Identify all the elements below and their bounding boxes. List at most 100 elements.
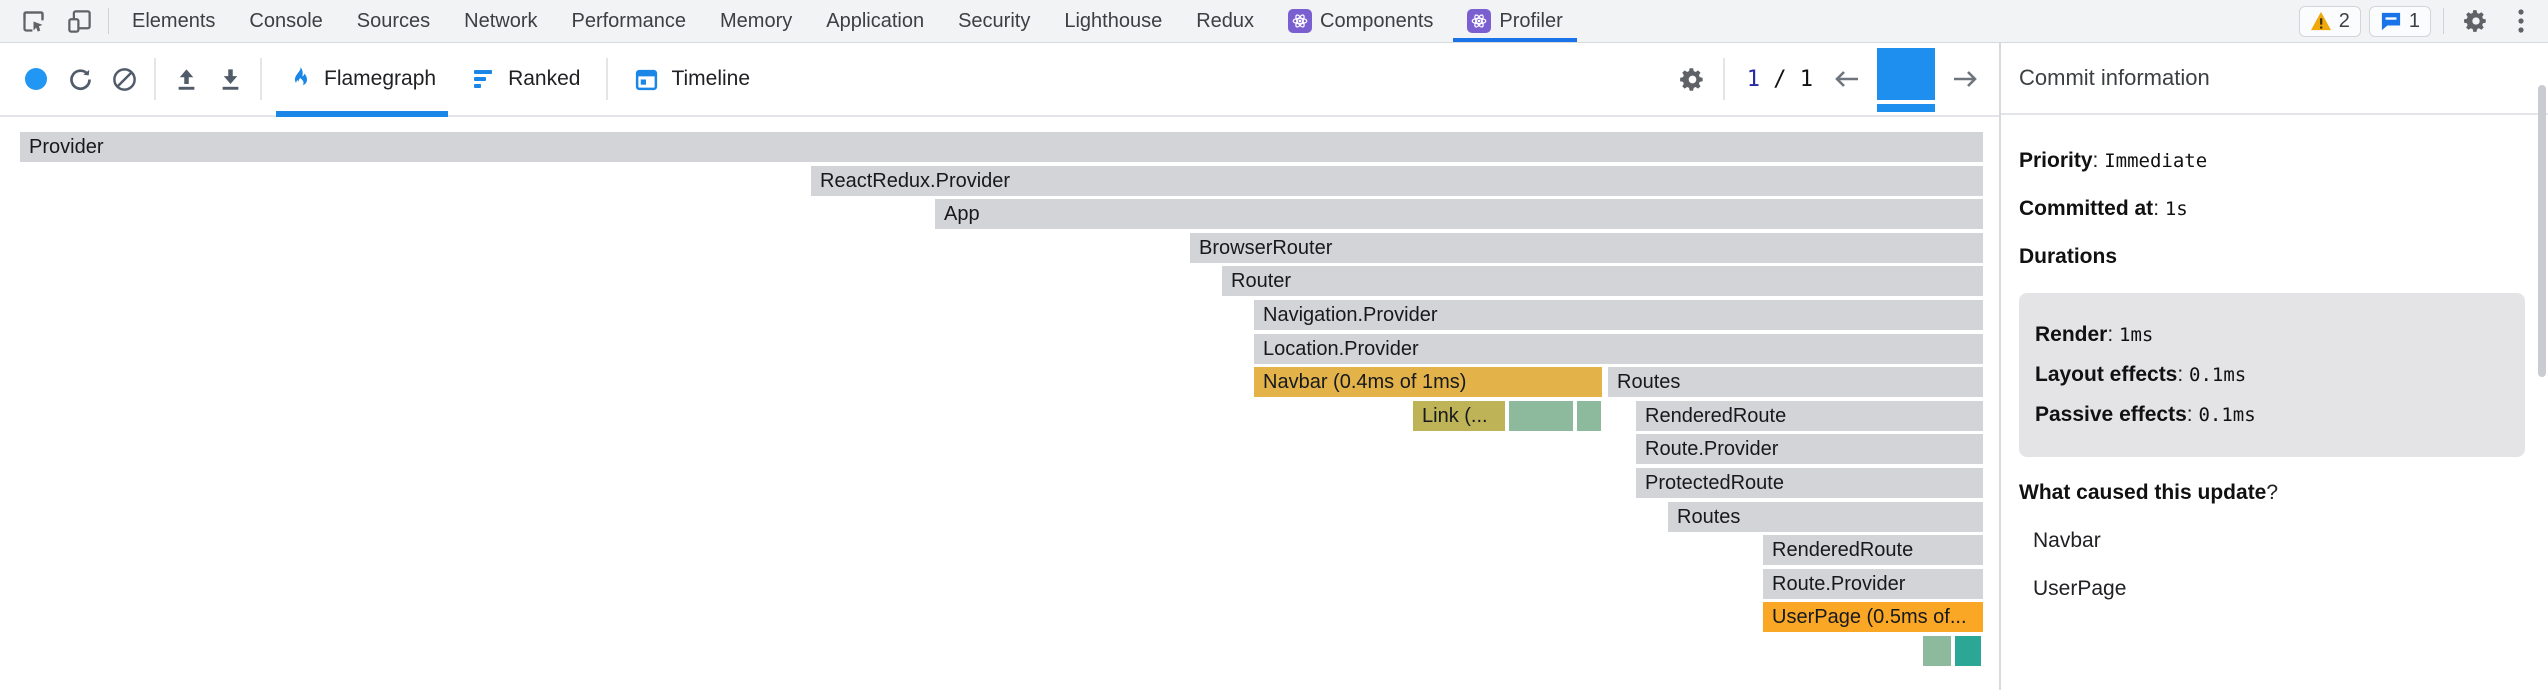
tab-memory[interactable]: Memory <box>703 0 809 42</box>
react-atom-icon <box>1288 9 1313 33</box>
priority-label: Priority <box>2019 149 2093 172</box>
flame-bar-unlabeled[interactable] <box>1923 636 1951 666</box>
download-icon <box>217 66 244 93</box>
inspect-cursor-icon <box>20 8 47 35</box>
upload-icon <box>173 66 200 93</box>
block-icon <box>111 66 138 93</box>
tab-lighthouse[interactable]: Lighthouse <box>1047 0 1179 42</box>
inspect-element-button[interactable] <box>10 0 56 42</box>
commit-separator: / <box>1773 66 1787 92</box>
view-tab-label: Timeline <box>671 67 751 90</box>
profiler-toolbar: Flamegraph Ranked <box>0 43 1999 117</box>
arrow-left-icon <box>1833 67 1861 91</box>
warning-icon <box>2310 11 2332 31</box>
chat-bubble-icon <box>2380 11 2402 31</box>
flame-bar-provider[interactable]: Provider <box>20 132 1983 162</box>
profiler-settings-button[interactable] <box>1671 53 1715 105</box>
committed-at-line: Committed at: 1s <box>2019 197 2188 220</box>
toolbar-divider <box>260 58 262 100</box>
commit-total: 1 <box>1799 66 1813 92</box>
flame-bar-renderedroute[interactable]: RenderedRoute <box>1636 401 1983 431</box>
save-profile-button[interactable] <box>208 53 252 105</box>
flamegraph-chart: Provider ReactRedux.Provider App Browser… <box>0 117 1999 690</box>
toolbar-divider <box>154 58 156 100</box>
profiler-left-pane: Flamegraph Ranked <box>0 43 1999 690</box>
durations-heading: Durations <box>2019 245 2118 268</box>
record-button[interactable] <box>14 53 58 105</box>
tab-label: Security <box>958 9 1031 32</box>
layout-effects-line: Layout effects: 0.1ms <box>2035 363 2247 386</box>
tab-label: Sources <box>356 9 431 32</box>
view-tab-ranked[interactable]: Ranked <box>454 43 598 115</box>
flame-bar-route-provider[interactable]: Route.Provider <box>1636 434 1983 464</box>
device-toolbar-button[interactable] <box>56 0 102 42</box>
reload-icon <box>67 66 94 93</box>
committed-at-label: Committed at <box>2019 197 2154 220</box>
commit-bar-strip <box>1877 104 1935 112</box>
flame-bar-routes-inner[interactable]: Routes <box>1668 502 1983 532</box>
flame-bar-route-provider-inner[interactable]: Route.Provider <box>1763 569 1983 599</box>
tab-sources[interactable]: Sources <box>340 0 447 42</box>
flame-bar-browserrouter[interactable]: BrowserRouter <box>1190 233 1983 263</box>
commit-counter: 1 / 1 <box>1747 67 1813 92</box>
panel-scrollbar[interactable] <box>2538 85 2546 377</box>
flame-bar-userpage[interactable]: UserPage (0.5ms of... <box>1763 602 1983 632</box>
warnings-badge[interactable]: 2 <box>2298 5 2361 37</box>
commit-info-body: Priority: Immediate Committed at: 1s Dur… <box>2001 115 2548 635</box>
tab-label: Console <box>249 9 323 32</box>
tab-console[interactable]: Console <box>232 0 339 42</box>
tab-label: Application <box>826 9 925 32</box>
load-profile-button[interactable] <box>164 53 208 105</box>
view-tab-label: Flamegraph <box>324 67 437 90</box>
tab-application[interactable]: Application <box>809 0 941 42</box>
tab-label: Profiler <box>1499 9 1563 32</box>
previous-commit-button[interactable] <box>1827 53 1867 105</box>
tab-label: Memory <box>720 9 793 32</box>
calendar-icon <box>634 67 659 92</box>
flame-bar-protectedroute[interactable]: ProtectedRoute <box>1636 468 1983 498</box>
flame-bar-renderedroute-inner[interactable]: RenderedRoute <box>1763 535 1983 565</box>
flame-bar-location-provider[interactable]: Location.Provider <box>1254 334 1983 364</box>
commit-info-panel: Commit information Priority: Immediate C… <box>1999 43 2548 690</box>
render-duration-line: Render: 1ms <box>2035 323 2154 346</box>
view-tab-timeline[interactable]: Timeline <box>616 43 768 115</box>
commit-selector-bar[interactable] <box>1877 44 1935 114</box>
flame-bar-routes[interactable]: Routes <box>1608 367 1983 397</box>
passive-effects-line: Passive effects: 0.1ms <box>2035 403 2256 426</box>
cause-item-userpage: UserPage <box>2033 577 2127 600</box>
flame-icon <box>288 66 312 92</box>
flame-bar-link[interactable]: Link (... <box>1413 401 1505 431</box>
tabbar-divider <box>2443 8 2444 34</box>
device-toolbar-icon <box>66 8 93 35</box>
tab-profiler[interactable]: Profiler <box>1450 0 1579 42</box>
flame-bar-reactredux-provider[interactable]: ReactRedux.Provider <box>811 166 1983 196</box>
tab-performance[interactable]: Performance <box>555 0 704 42</box>
warning-count: 2 <box>2338 9 2350 32</box>
flame-bar-router[interactable]: Router <box>1222 266 1983 296</box>
tab-network[interactable]: Network <box>447 0 554 42</box>
tab-components[interactable]: Components <box>1271 0 1450 42</box>
kebab-menu-button[interactable] <box>2504 7 2538 35</box>
flame-bar-unlabeled[interactable] <box>1509 401 1573 431</box>
reload-and-profile-button[interactable] <box>58 53 102 105</box>
flame-bar-navbar[interactable]: Navbar (0.4ms of 1ms) <box>1254 367 1602 397</box>
messages-badge[interactable]: 1 <box>2368 5 2431 37</box>
tab-redux[interactable]: Redux <box>1179 0 1271 42</box>
tab-label: Redux <box>1196 9 1255 32</box>
tab-label: Components <box>1320 9 1434 32</box>
selected-commit-bar <box>1877 48 1935 100</box>
flame-bar-app[interactable]: App <box>935 199 1983 229</box>
tab-elements[interactable]: Elements <box>115 0 232 42</box>
commit-info-title: Commit information <box>2019 65 2210 90</box>
view-tab-flamegraph[interactable]: Flamegraph <box>270 43 454 117</box>
settings-button[interactable] <box>2456 8 2496 34</box>
flame-bar-unlabeled[interactable] <box>1577 401 1601 431</box>
tab-security[interactable]: Security <box>941 0 1047 42</box>
arrow-right-icon <box>1951 67 1979 91</box>
flame-bar-unlabeled[interactable] <box>1955 636 1981 666</box>
clear-profiling-data-button[interactable] <box>102 53 146 105</box>
message-count: 1 <box>2408 9 2420 32</box>
record-icon <box>25 68 47 90</box>
flame-bar-navigation-provider[interactable]: Navigation.Provider <box>1254 300 1983 330</box>
next-commit-button[interactable] <box>1945 53 1985 105</box>
